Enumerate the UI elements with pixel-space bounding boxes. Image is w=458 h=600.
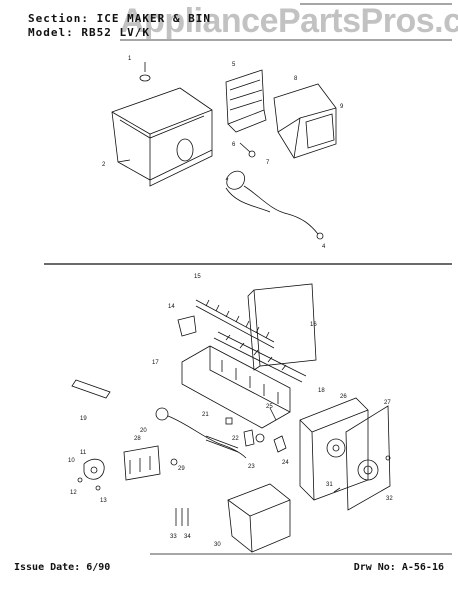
part-label: 17 xyxy=(152,360,159,366)
part-label: 20 xyxy=(140,428,147,434)
part-label: 4 xyxy=(322,244,326,250)
part-label: 27 xyxy=(384,400,391,406)
part-label: 19 xyxy=(80,416,87,422)
switch-drawing xyxy=(77,458,105,491)
part-label: 9 xyxy=(340,104,344,110)
part-number-labels: 1 2 5 6 7 8 9 4 15 14 16 17 18 19 20 21 … xyxy=(68,56,393,548)
control-housing-drawing xyxy=(299,397,369,501)
part-label: 8 xyxy=(294,76,298,82)
part-label: 30 xyxy=(214,542,221,548)
part-label: 15 xyxy=(194,274,201,280)
part-label: 13 xyxy=(100,498,107,504)
part-label: 12 xyxy=(70,490,77,496)
part-label: 33 xyxy=(170,534,177,540)
watermark-text: AppliancePartsPros.com xyxy=(120,2,458,40)
part-label: 11 xyxy=(80,450,87,456)
part-label: 2 xyxy=(102,162,106,168)
part-label: 26 xyxy=(340,394,347,400)
section-title: Section: ICE MAKER & BIN xyxy=(28,12,211,25)
water-valve-drawing xyxy=(123,445,178,481)
part-label: 22 xyxy=(232,436,239,442)
part-label: 28 xyxy=(134,436,141,442)
small-hardware-drawing xyxy=(225,407,287,453)
bin-door-drawing xyxy=(273,83,337,159)
bin-bracket-drawing xyxy=(225,69,267,158)
part-label: 32 xyxy=(386,496,393,502)
fill-cup-drawing xyxy=(71,379,111,399)
ice-mold-drawing xyxy=(181,331,307,429)
part-label: 16 xyxy=(310,322,317,328)
screws-drawing xyxy=(175,508,189,526)
part-label: 24 xyxy=(282,460,289,466)
part-label: 10 xyxy=(68,458,75,464)
part-label: 21 xyxy=(202,412,209,418)
part-label: 25 xyxy=(266,404,273,410)
part-label: 1 xyxy=(128,56,132,62)
part-label: 31 xyxy=(326,482,333,488)
ice-bin-drawing xyxy=(111,62,213,187)
ice-maker-cover-drawing xyxy=(227,483,291,553)
part-label: 5 xyxy=(232,62,236,68)
part-label: 29 xyxy=(178,466,185,472)
drawing-number: Drw No: A-56-16 xyxy=(353,562,444,573)
part-label: 23 xyxy=(248,464,255,470)
cover-shield-drawing xyxy=(247,283,317,371)
part-label: 18 xyxy=(318,388,325,394)
issue-date: Issue Date: 6/90 xyxy=(14,562,111,573)
thermostat-drawing xyxy=(155,407,247,459)
part-label: 14 xyxy=(168,304,175,310)
part-label: 6 xyxy=(232,142,236,148)
wire-harness-drawing xyxy=(225,170,324,240)
stripper-comb-drawing xyxy=(177,299,275,349)
model-number: Model: RB52 LV/K xyxy=(28,26,150,39)
part-label: 7 xyxy=(266,160,270,166)
part-label: 34 xyxy=(184,534,191,540)
mounting-plate-drawing xyxy=(333,405,391,511)
